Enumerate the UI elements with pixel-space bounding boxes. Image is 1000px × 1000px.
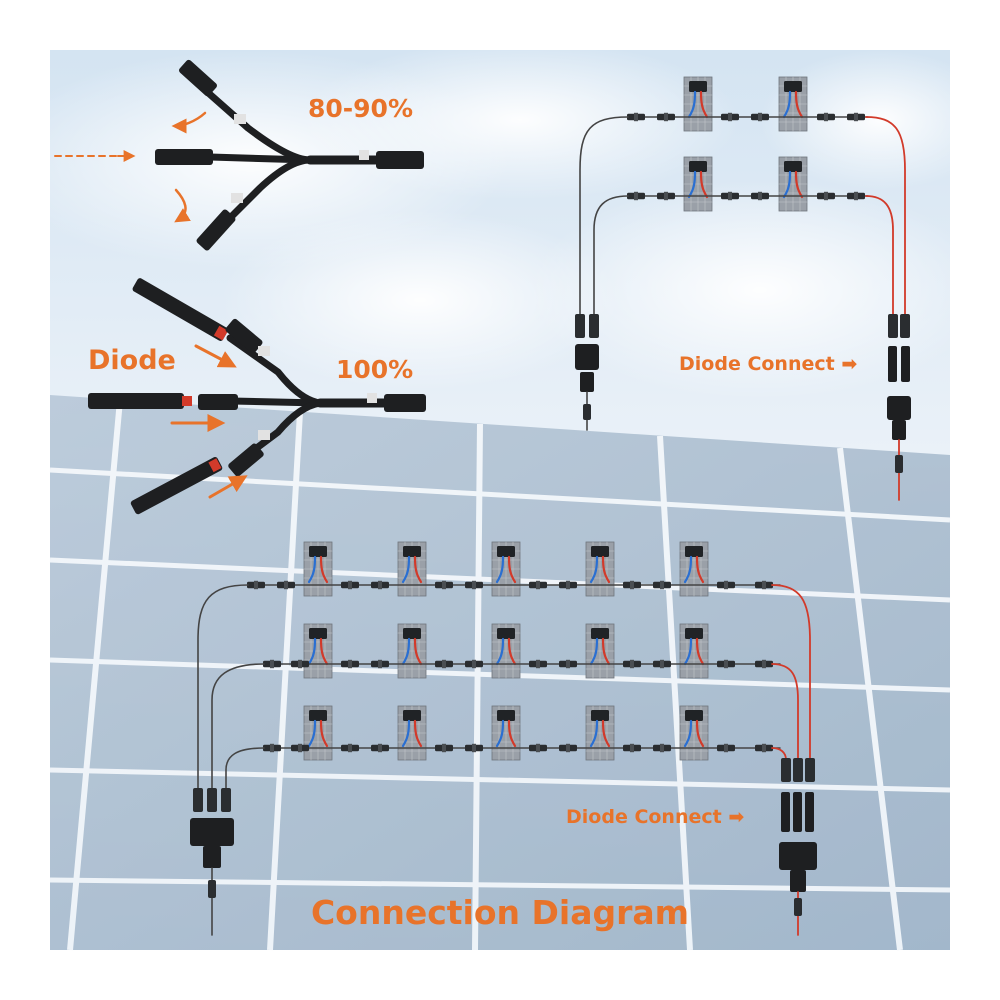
branch-connector-3to1 (54, 59, 424, 251)
large-array-row-2 (263, 622, 781, 680)
diode-connect-label-top: Diode Connect ➡ (679, 353, 858, 375)
efficiency-label-3to1: 80-90% (308, 94, 414, 123)
small-array-diagram (575, 75, 911, 501)
large-array-row-3 (263, 704, 781, 762)
diagram-title: Connection Diagram (310, 893, 690, 932)
diode-connect-label-bottom: Diode Connect ➡ (566, 806, 745, 828)
diode-label: Diode (88, 345, 176, 376)
small-array-row-2 (627, 155, 869, 213)
small-array-row-1 (627, 75, 869, 133)
large-array-diagram (190, 540, 817, 936)
diode-branch-connector (88, 278, 426, 515)
efficiency-label-diode: 100% (336, 355, 414, 384)
large-array-row-1 (247, 540, 781, 598)
